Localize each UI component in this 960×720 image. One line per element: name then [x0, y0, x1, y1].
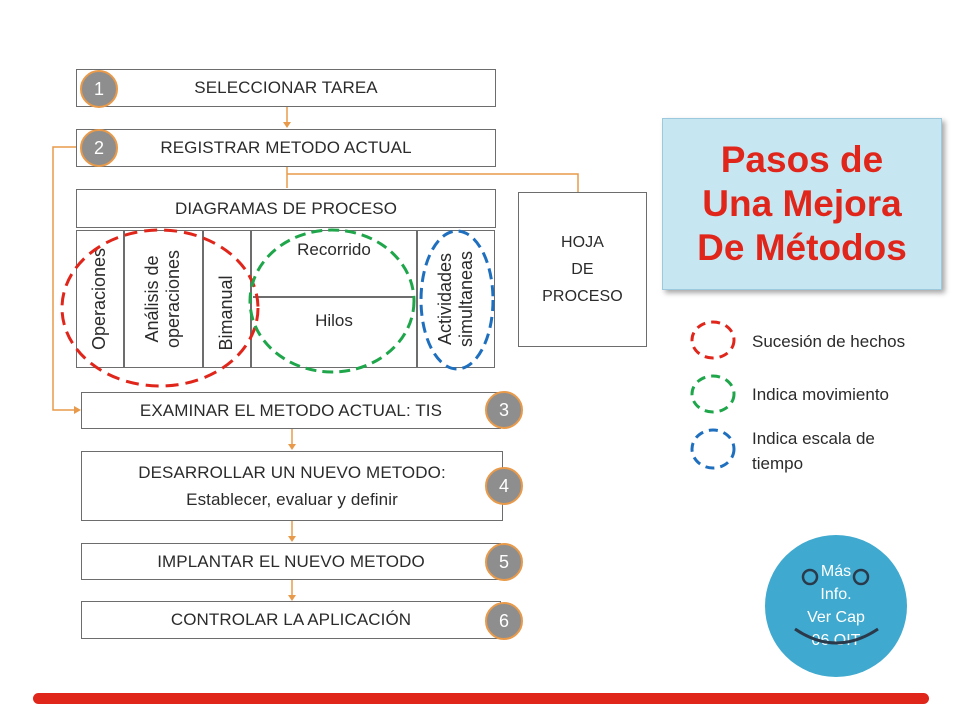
step-number-badge: 4 [485, 467, 523, 505]
legend-label-escala: Indica escala de tiempo [752, 426, 875, 476]
step-implantar-metodo: IMPLANTAR EL NUEVO METODO [81, 543, 501, 580]
step-examinar-metodo: EXAMINAR EL METODO ACTUAL: TIS [81, 392, 501, 429]
title-line3: De Métodos [697, 227, 907, 268]
step-seleccionar-tarea: SELECCIONAR TAREA [76, 69, 496, 107]
legend-label-escala-line2: tiempo [752, 454, 804, 473]
smiley-mouth [794, 627, 879, 645]
step-number-badge: 5 [485, 543, 523, 581]
title-line1: Pasos de [720, 139, 884, 180]
legend-blue-dashed-circle-icon [690, 428, 736, 470]
smiley-right-eye [852, 568, 870, 586]
step-label-line1: DESARROLLAR UN NUEVO METODO: [138, 463, 446, 482]
label-recorrido: Recorrido [297, 240, 371, 259]
title-line2: Una Mejora [702, 183, 902, 224]
step-number-badge: 6 [485, 602, 523, 640]
step-label: IMPLANTAR EL NUEVO METODO [157, 551, 425, 571]
step-label: EXAMINAR EL METODO ACTUAL: TIS [139, 400, 443, 420]
label-hilos: Hilos [315, 311, 353, 330]
step-label: CONTROLAR LA APLICACIÓN [170, 610, 412, 629]
info-line2: Info. [820, 586, 852, 603]
ellipse-indica-movimiento [248, 228, 416, 374]
step-number-badge: 2 [80, 129, 118, 167]
info-line3: Ver Cap [807, 609, 865, 626]
connector-2-3-loop [52, 146, 80, 411]
more-info-circle[interactable]: Más Info. Ver Cap 06 OIT [765, 535, 907, 677]
diagramas-header: DIAGRAMAS DE PROCESO [76, 189, 496, 228]
hoja-line2: DE [571, 261, 594, 278]
step-number: 4 [498, 475, 509, 496]
step-label: REGISTRAR METODO ACTUAL [160, 138, 412, 157]
ellipse-sucesion-de-hechos [60, 228, 260, 388]
arrowhead-1-2 [283, 122, 291, 128]
cell-operaciones [76, 230, 124, 368]
step-registrar-metodo: REGISTRAR METODO ACTUAL [76, 129, 496, 167]
bottom-accent-bar [33, 693, 929, 704]
step-label-line2: Establecer, evaluar y definir [186, 490, 398, 509]
step-number: 5 [498, 551, 509, 572]
divider-recorrido-hilos [253, 296, 415, 298]
step-number: 2 [93, 137, 104, 158]
step-desarrollar-metodo: DESARROLLAR UN NUEVO METODO: Establecer,… [81, 451, 503, 521]
step-number: 6 [498, 610, 509, 631]
hoja-line1: HOJA [560, 234, 605, 251]
info-line1: Más [820, 563, 852, 580]
smiley-left-eye [801, 568, 819, 586]
diagramas-header-label: DIAGRAMAS DE PROCESO [174, 198, 398, 218]
hoja-de-proceso: HOJA DE PROCESO [518, 192, 647, 347]
cell-analisis [124, 230, 203, 368]
cell-recorrido-hilos [251, 230, 417, 368]
arrowhead-5-6 [288, 595, 296, 601]
hoja-line3: PROCESO [542, 288, 623, 305]
legend-label-movimiento: Indica movimiento [752, 385, 890, 404]
arrowhead-2-3 [74, 406, 81, 414]
step-number: 3 [498, 399, 509, 420]
cell-bimanual [203, 230, 251, 368]
step-label: SELECCIONAR TAREA [194, 78, 378, 97]
step-number-badge: 1 [80, 70, 118, 108]
legend-red-dashed-circle-icon [690, 320, 736, 360]
arrowhead-4-5 [288, 536, 296, 542]
arrowhead-3-4 [288, 444, 296, 450]
step-number-badge: 3 [485, 391, 523, 429]
step-number: 1 [93, 78, 104, 99]
step-controlar-aplicacion: CONTROLAR LA APLICACIÓN [81, 601, 501, 639]
connector-2-hoja [287, 173, 579, 192]
ellipse-escala-de-tiempo [419, 229, 495, 371]
legend-label-escala-line1: Indica escala de [752, 429, 875, 448]
info-line4: 06 OIT [811, 632, 861, 649]
title-box: Pasos de Una Mejora De Métodos [662, 118, 942, 290]
legend-label-sucesion: Sucesión de hechos [752, 332, 906, 351]
legend-green-dashed-circle-icon [690, 374, 736, 414]
